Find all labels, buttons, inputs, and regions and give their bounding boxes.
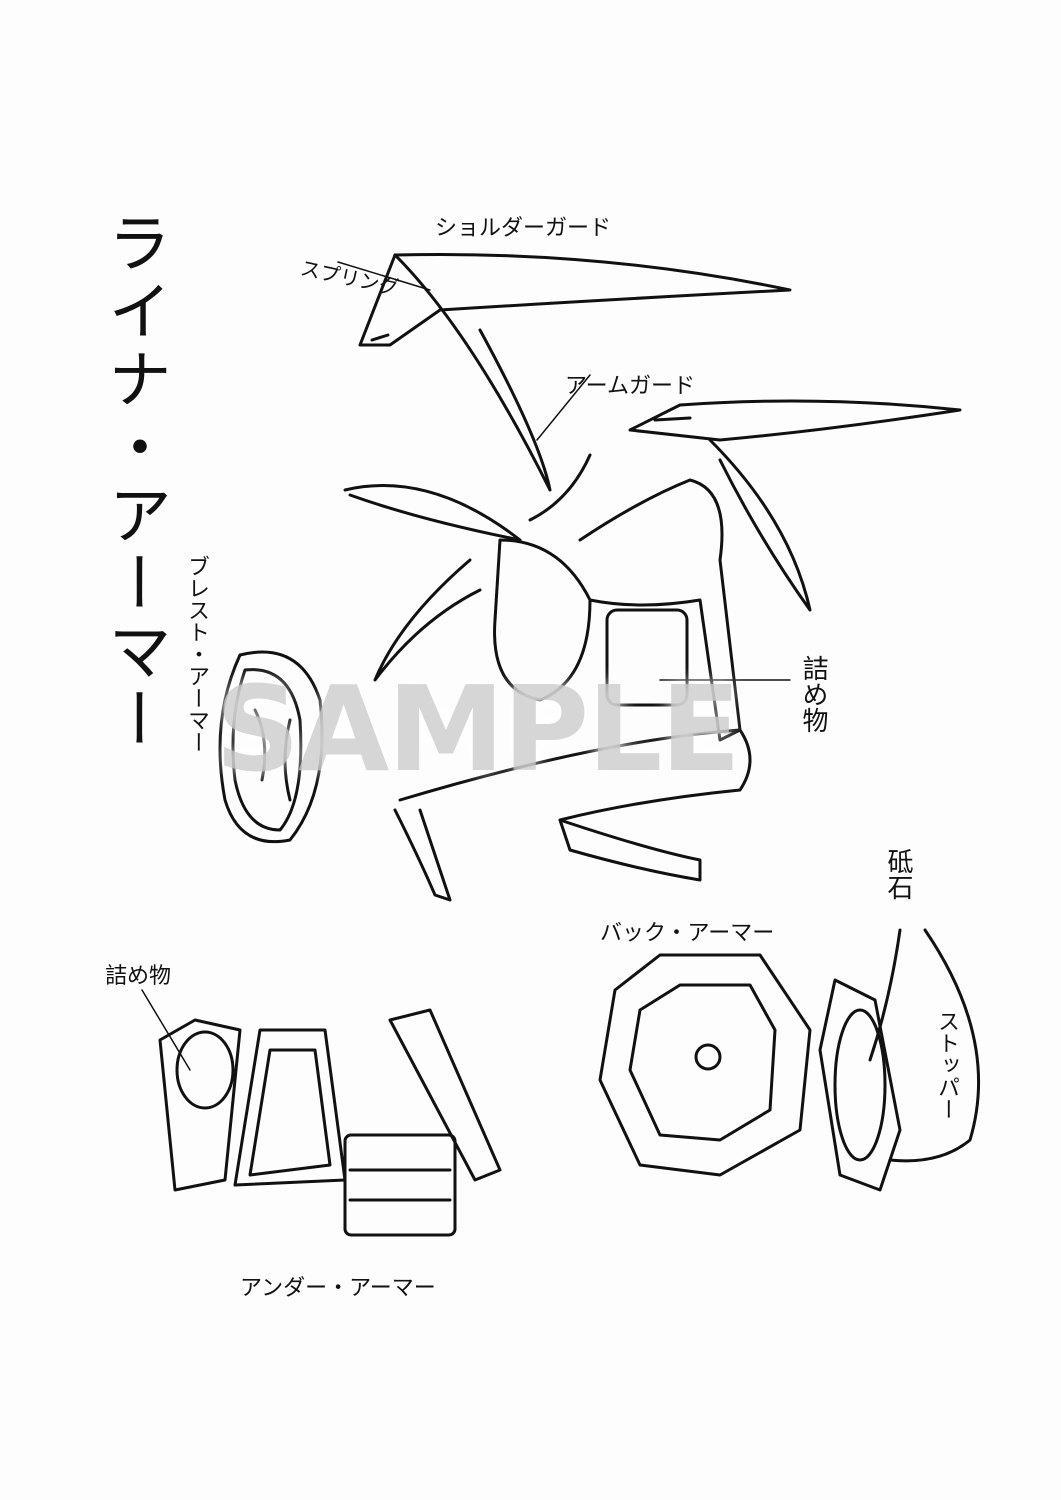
label-arm-guard: アームガード <box>565 374 696 399</box>
label-breast-armor: ブレスト・アーマー <box>184 555 209 753</box>
sheet-title: ライナ・アーマー <box>97 210 171 754</box>
rotation-arrow <box>528 453 592 522</box>
right-shoulder-drawing <box>628 399 962 612</box>
label-under-armor: アンダー・アーマー <box>240 1276 436 1301</box>
label-stopper: ストッパー <box>934 1010 959 1120</box>
arm-guard-leader <box>536 374 591 441</box>
label-back-armor: バック・アーマー <box>600 921 775 946</box>
breast-armor-drawing <box>218 650 324 844</box>
shoulder-guard-drawing <box>337 252 792 492</box>
harness-drawing <box>343 478 752 902</box>
label-shoulder-guard: ショルダーガード <box>435 216 612 241</box>
under-armor-drawing <box>158 1008 502 1237</box>
back-armor-drawing <box>598 953 812 1177</box>
sample-watermark: SAMPLE <box>215 660 741 798</box>
label-padding-upper: 詰め物 <box>798 655 828 733</box>
label-padding-lower: 詰め物 <box>105 964 172 989</box>
label-whetstone: 砥石 <box>883 848 913 900</box>
padding-lower-leader <box>141 989 191 1071</box>
whetstone-stopper-drawing <box>818 928 980 1192</box>
